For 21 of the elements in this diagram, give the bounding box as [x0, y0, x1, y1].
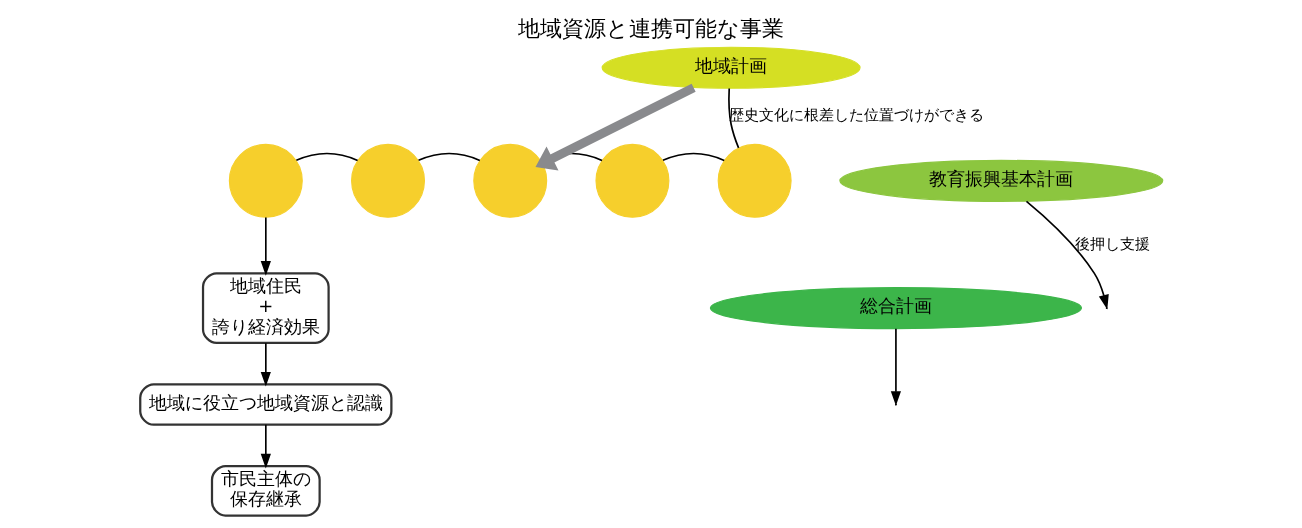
- node-circle: [350, 143, 425, 218]
- connector: [661, 152, 725, 161]
- diagram-title: 地域資源と連携可能な事業: [518, 14, 784, 41]
- node-ellipse: 教育振興基本計画: [838, 159, 1163, 202]
- arrow: [1025, 200, 1109, 309]
- node-circle: [472, 143, 547, 218]
- node-box: 地域住民 + 誇り経済効果: [201, 271, 330, 344]
- arrow: [260, 216, 271, 276]
- node-circle: [594, 143, 669, 218]
- node-circle: [228, 143, 303, 218]
- node-ellipse: 総合計画: [709, 286, 1082, 329]
- arrow: [260, 341, 271, 386]
- node-box: 市民主体の 保存継承: [210, 464, 321, 517]
- arrow: [535, 83, 696, 170]
- connector: [417, 152, 481, 161]
- node-circle: [717, 143, 792, 218]
- node-ellipse: 地域計画: [601, 46, 861, 89]
- arrow: [260, 423, 271, 468]
- node-box: 地域に役立つ地域資源と認識: [138, 382, 392, 426]
- connector: [295, 152, 358, 161]
- edge-label: 後押し支援: [1074, 234, 1150, 252]
